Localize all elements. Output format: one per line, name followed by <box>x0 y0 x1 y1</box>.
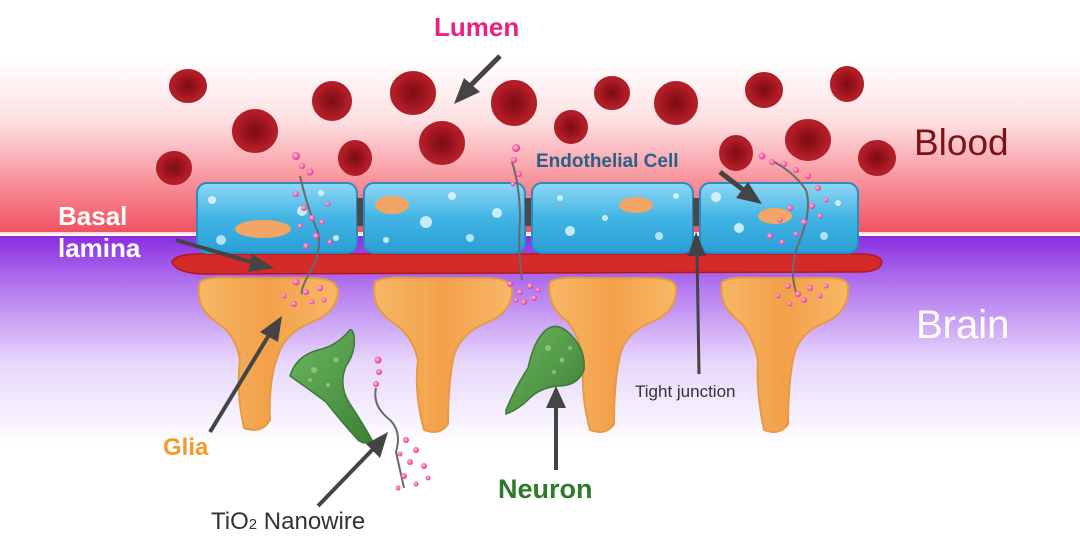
red-blood-cell-icon <box>858 140 896 176</box>
tight-junction-label: Tight junction <box>635 382 736 401</box>
neuron-label: Neuron <box>498 474 593 504</box>
tio2-label-subscript: 2 <box>248 516 258 533</box>
red-blood-cell-icon <box>745 72 783 108</box>
lumen-label: Lumen <box>434 12 520 42</box>
endothelial-arrow-icon <box>718 170 762 204</box>
lumen-arrow-icon <box>454 54 502 104</box>
endothelial-cell-icon <box>531 182 694 254</box>
red-blood-cell-icon <box>156 151 192 185</box>
red-blood-cell-icon <box>169 69 207 103</box>
tio2-label-prefix: TiO <box>211 508 249 535</box>
red-blood-cell-icon <box>491 80 537 126</box>
neuron-cell-icon <box>505 325 585 416</box>
tight-junction-arrow-icon <box>688 232 706 375</box>
nanowire-icon <box>374 387 405 489</box>
nanowires <box>299 159 809 489</box>
tio2-nanowire-label: TiO2 Nanowire <box>211 510 365 534</box>
basal-lamina-label: Basal lamina <box>58 200 140 264</box>
red-blood-cell-icon <box>232 109 278 153</box>
red-blood-cell-icon <box>554 110 588 144</box>
tight-junction <box>357 198 364 226</box>
glia-cell-icon <box>548 276 678 433</box>
red-blood-cell-icon <box>830 66 864 102</box>
basal-lamina <box>171 253 883 275</box>
brain-label: Brain <box>916 303 1010 347</box>
nanowire-icon <box>511 161 523 281</box>
endothelial-cell-label: Endothelial Cell <box>536 151 679 172</box>
nanowire-icon <box>769 159 809 293</box>
nanowire-particles <box>281 144 829 491</box>
glia-arrow-icon <box>208 316 282 434</box>
tio2-label-suffix: Nanowire <box>257 508 366 535</box>
red-blood-cell-icon <box>390 71 436 115</box>
glia-cell-icon <box>197 276 340 431</box>
tight-junction <box>693 198 700 226</box>
endothelial-cell-icon <box>363 182 526 254</box>
basal-lamina-label-line2: lamina <box>58 233 141 263</box>
neuron-arrow-icon <box>546 386 566 470</box>
glia-cell-icon <box>373 276 514 433</box>
red-blood-cell-icon <box>312 81 352 121</box>
blood-label: Blood <box>914 122 1009 163</box>
glia-cell-icon <box>720 276 850 433</box>
red-blood-cell-icon <box>785 119 831 161</box>
basal-lamina-label-line1: Basal <box>58 201 128 231</box>
neuron-cell-icon <box>289 329 373 444</box>
nanowire-arrow-icon <box>316 432 388 508</box>
pointer-arrows <box>175 54 762 508</box>
glia-cells <box>197 276 850 433</box>
tight-junction <box>525 198 532 226</box>
red-blood-cell-icon <box>719 135 753 171</box>
nanowire-icon <box>299 175 320 295</box>
red-blood-cell-icon <box>419 121 465 165</box>
glia-label: Glia <box>163 434 209 461</box>
endothelial-cell-icon <box>196 182 358 254</box>
basal-lamina-arrow-icon <box>175 238 274 272</box>
red-blood-cell-icon <box>594 76 630 110</box>
red-blood-cells <box>156 66 896 185</box>
red-blood-cell-icon <box>338 140 372 176</box>
red-blood-cell-icon <box>654 81 698 125</box>
neuron-cells <box>289 325 585 444</box>
